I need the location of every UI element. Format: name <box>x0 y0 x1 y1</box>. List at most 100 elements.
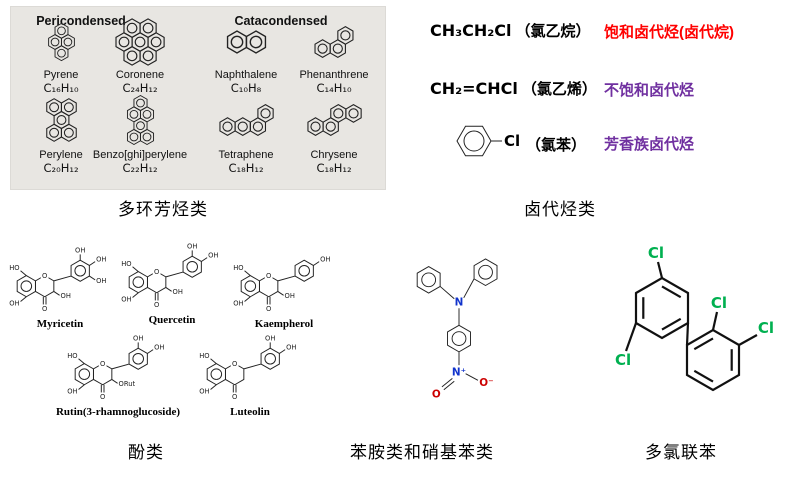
svg-text:OH: OH <box>199 387 209 395</box>
svg-text:OH: OH <box>61 292 71 300</box>
compound-phenanthrene: Phenanthrene C₁₄H₁₀ <box>288 16 380 95</box>
svg-text:O: O <box>232 393 237 401</box>
phenanthrene-structure <box>314 26 354 58</box>
svg-text:HO: HO <box>67 352 77 360</box>
halide-section-label: 卤代烃类 <box>524 200 596 219</box>
svg-text:HO: HO <box>199 352 209 360</box>
svg-text:O: O <box>232 360 237 368</box>
chrysene-structure-box <box>305 92 364 148</box>
amine-section-label: 苯胺类和硝基苯类 <box>350 443 494 462</box>
compound-tetraphene: Tetraphene C₁₈H₁₂ <box>202 92 290 175</box>
svg-text:Cl: Cl <box>711 294 727 312</box>
compound-name: Rutin(3-rhamnoglucoside) <box>55 406 181 418</box>
svg-text:Cl: Cl <box>504 132 520 150</box>
compound-formula: C₂₄H₁₂ <box>122 81 158 95</box>
pah-section-label: 多环芳烃类 <box>118 200 208 219</box>
pyrene-structure-box <box>46 16 77 68</box>
compound-name: Benzo[ghi]perylene <box>92 149 188 161</box>
tetraphene-structure-box <box>217 92 276 148</box>
compound-benzoghiperylene: Benzo[ghi]perylene C₂₂H₁₂ <box>88 92 192 175</box>
svg-text:OH: OH <box>154 344 164 352</box>
compound-formula: C₁₆H₁₀ <box>43 81 79 95</box>
svg-text:O: O <box>100 393 105 401</box>
svg-text:N⁺: N⁺ <box>452 367 466 379</box>
compound-formula: C₂₀H₁₂ <box>43 161 79 175</box>
compound-name: Quercetin <box>148 314 196 326</box>
svg-text:Cl: Cl <box>648 244 664 262</box>
naphthalene-structure-box <box>224 16 269 68</box>
svg-text:OH: OH <box>75 246 85 254</box>
svg-text:HO: HO <box>233 264 243 272</box>
compound-name: Chrysene <box>310 149 358 161</box>
compound-name: Luteolin <box>230 406 270 418</box>
compound-name: Tetraphene <box>218 149 274 161</box>
triphenylamine-nitro-structure: N N⁺ O O⁻ <box>416 258 498 400</box>
svg-text:O: O <box>154 301 159 309</box>
svg-text:OH: OH <box>208 252 218 260</box>
svg-text:OH: OH <box>173 288 183 296</box>
naphthalene-structure <box>226 30 266 54</box>
svg-text:O⁻: O⁻ <box>479 377 493 389</box>
svg-text:OH: OH <box>96 277 106 285</box>
svg-text:OH: OH <box>133 334 143 342</box>
compound-name: Phenanthrene <box>299 69 369 81</box>
svg-text:OH: OH <box>233 299 243 307</box>
formula-chloroethylene: CH₂=CHCl <box>430 79 518 98</box>
coronene-structure <box>115 18 165 66</box>
svg-text:OH: OH <box>67 387 77 395</box>
svg-text:OH: OH <box>285 292 295 300</box>
cn-name-chlorobenzene: （氯苯） <box>526 137 587 154</box>
svg-text:HO: HO <box>9 264 19 272</box>
svg-text:O: O <box>100 360 105 368</box>
formula-chloroethane: CH₃CH₂Cl <box>430 21 512 40</box>
compound-formula: C₂₂H₁₂ <box>122 161 158 175</box>
coronene-structure-box <box>113 16 167 68</box>
chlorobenzene-structure-wrap: Cl <box>452 118 526 164</box>
svg-text:O: O <box>266 305 271 313</box>
compound-name: Kaempherol <box>254 318 314 330</box>
svg-text:Cl: Cl <box>758 319 774 337</box>
svg-text:O: O <box>42 272 47 280</box>
svg-text:OH: OH <box>121 295 131 303</box>
halide-row-aromatic: （氯苯） <box>526 134 586 155</box>
compound-name: Myricetin <box>36 318 84 330</box>
pcb-section-label: 多氯联苯 <box>645 443 717 462</box>
phenol-section-label: 酚类 <box>128 443 164 462</box>
pah-panel: Pericondensed Catacondensed <box>10 6 386 190</box>
compound-name: Perylene <box>39 149 83 161</box>
benzoghiperylene-structure <box>126 94 154 146</box>
svg-text:N: N <box>455 296 464 308</box>
benzoghiperylene-structure-box <box>125 92 156 148</box>
compound-coronene: Coronene C₂₄H₁₂ <box>94 16 186 95</box>
compound-formula: C₁₈H₁₂ <box>228 161 264 175</box>
class-unsaturated-halide: 不饱和卤代烃 <box>604 82 695 99</box>
svg-text:Cl: Cl <box>615 351 631 369</box>
class-aromatic-halide: 芳香族卤代烃 <box>604 136 695 153</box>
compound-perylene: Perylene C₂₀H₁₂ <box>20 92 102 175</box>
halide-row-unsaturated: CH₂=CHCl（氯乙烯） <box>430 78 597 99</box>
svg-text:HO: HO <box>121 260 131 268</box>
chlorobenzene-structure: Cl <box>456 125 520 157</box>
svg-text:OH: OH <box>187 242 197 250</box>
perylene-structure <box>45 98 77 142</box>
svg-text:OH: OH <box>96 256 106 264</box>
svg-text:O: O <box>432 388 441 400</box>
tetraphene-structure <box>218 104 274 136</box>
cn-name-chloroethane: （氯乙烷） <box>515 23 591 40</box>
svg-text:O: O <box>266 272 271 280</box>
compound-formula: C₁₀H₈ <box>230 81 262 95</box>
svg-text:OH: OH <box>9 299 19 307</box>
compound-name: Naphthalene <box>214 69 278 81</box>
